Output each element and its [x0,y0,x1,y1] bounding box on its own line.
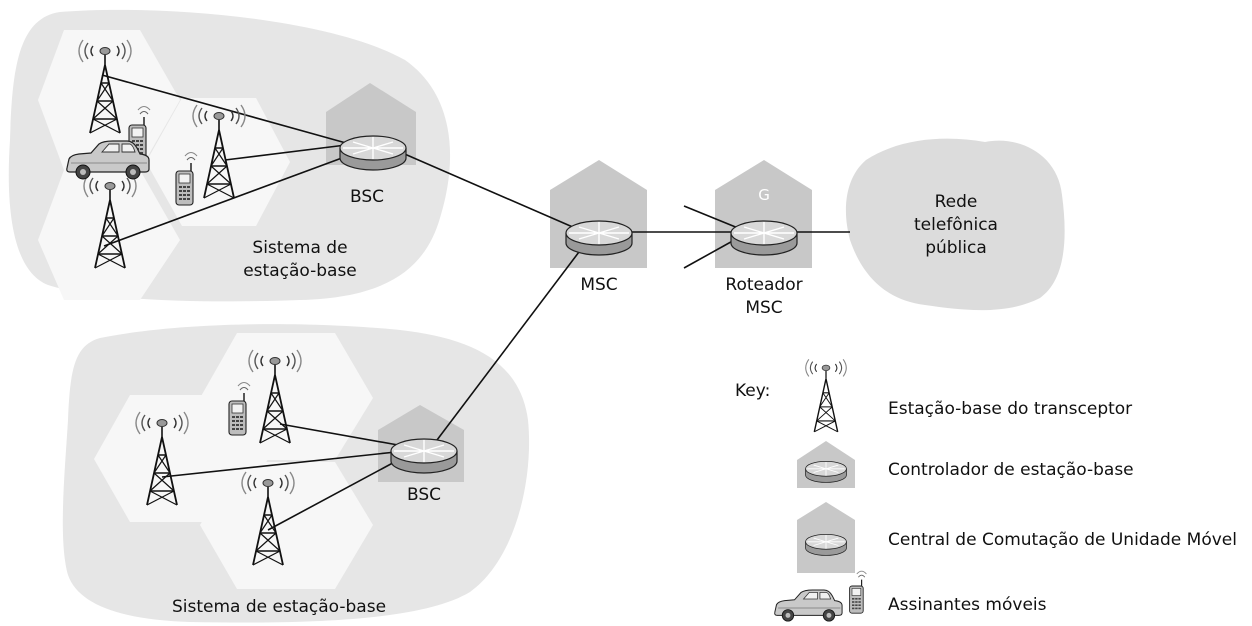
bsc-icon [797,441,855,488]
bss-label-top-line1: Sistema de [252,238,347,258]
pstn-cloud [845,138,1065,311]
msc-router [565,220,633,256]
legend-title: Key: [735,381,770,401]
cell-hexagon [200,462,373,589]
bsc-router-top [339,135,407,171]
subscribers-icon [774,570,868,622]
cell-hexagon [38,170,180,300]
link-gateway-stub [683,237,739,269]
msc-icon [797,502,855,573]
bsc-label-bottom: BSC [407,485,441,505]
link-bsc-msc [399,151,576,229]
msc-label: MSC [580,275,617,295]
router-label-line1: Roteador [725,275,802,295]
link-tower-bsc [101,74,347,144]
legend: Key: Estação-base do transceptor Control… [735,358,1237,622]
link-bsc-msc [436,243,586,441]
legend-label: Estação-base do transceptor [888,399,1132,419]
bsc-router-bottom [390,438,458,474]
gateway-msc-router [730,220,798,256]
link-tower-bsc [161,451,397,478]
pstn-label-line1: Rede [935,192,978,212]
links [101,74,850,531]
pstn-label-line3: pública [925,238,987,258]
tower-icon [805,358,847,433]
bss-label-bottom: Sistema de estação-base [172,597,386,617]
link-tower-bsc [267,457,403,531]
legend-label: Central de Comutação de Unidade Móvel [888,530,1237,550]
link-tower-bsc [279,423,399,446]
pstn-label-line2: telefônica [914,215,998,235]
legend-label: Controlador de estação-base [888,460,1134,480]
legend-label: Assinantes móveis [888,595,1047,615]
bsc-label-top: BSC [350,187,384,207]
bss-label-top-line2: estação-base [243,261,357,281]
link-gateway-stub [683,205,739,229]
link-tower-bsc [224,144,347,161]
link-tower-bsc [103,154,351,247]
router-label-line2: MSC [745,298,782,318]
gateway-letter: G [758,186,770,204]
